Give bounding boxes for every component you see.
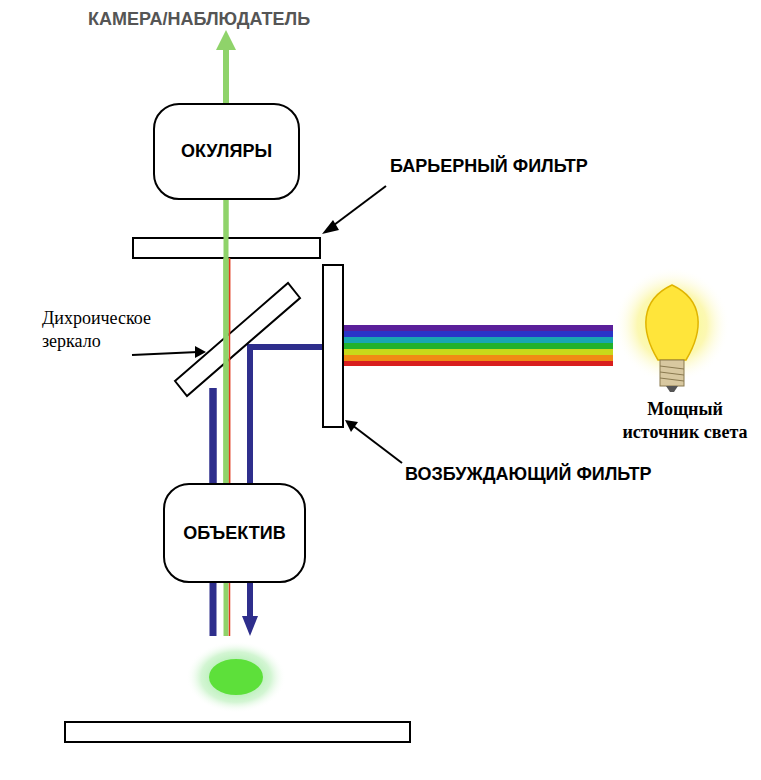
specimen [209, 659, 263, 695]
light-path [226, 200, 227, 483]
light-bulb [614, 267, 730, 392]
box-title: ОБЪЕКТИВ [183, 523, 285, 544]
part-label: Дихроическое зеркало [42, 307, 192, 352]
part-label: ВОЗБУЖДАЮЩИЙ ФИЛЬТР [405, 463, 725, 486]
dichroic-mirror [175, 283, 300, 396]
white-light-beam [343, 325, 613, 366]
optics-box: ОКУЛЯРЫ [153, 103, 300, 200]
box-title: ОКУЛЯРЫ [181, 141, 272, 162]
leader-lines [132, 186, 402, 463]
part-label: КАМЕРА/НАБЛЮДАТЕЛЬ [88, 8, 408, 31]
blue-beam [210, 388, 217, 483]
optics-box: ОБЪЕКТИВ [163, 483, 306, 583]
arrow-head [242, 616, 258, 636]
red-beam [229, 258, 231, 483]
part-label: Мощный источник света [612, 398, 758, 443]
excitation-filter [323, 265, 343, 427]
blue-beam [247, 347, 253, 483]
emission-arrow [216, 30, 236, 108]
stage [65, 722, 410, 742]
specimen-glow [186, 641, 286, 713]
part-label: БАРЬЕРНЫЙ ФИЛЬТР [390, 155, 690, 178]
